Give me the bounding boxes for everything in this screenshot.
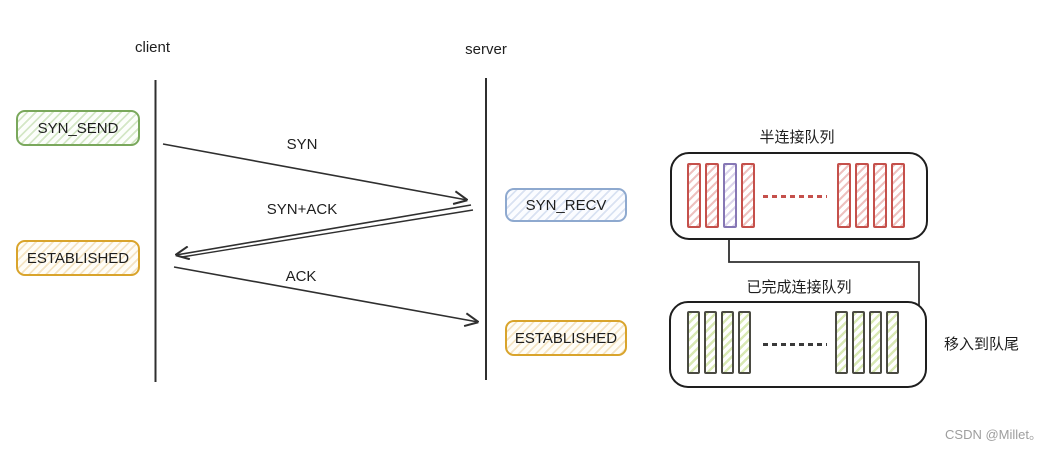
half-queue-head-bars (687, 163, 755, 228)
accept-queue-title: 已完成连接队列 (746, 279, 852, 296)
accept-queue-ellipsis (763, 343, 827, 346)
ack-message-label: ACK (285, 268, 317, 285)
syn-ack-arrow-secondline (181, 209, 474, 258)
queue-bar-green (835, 311, 848, 374)
state-box-client-established: ESTABLISHED (16, 240, 140, 276)
state-label-syn-send: SYN_SEND (37, 119, 119, 137)
half-queue-tail-bars (837, 163, 905, 228)
queue-bar-red (855, 163, 869, 228)
accept-queue-tail-bars (835, 311, 899, 374)
state-box-syn-recv: SYN_RECV (505, 188, 627, 222)
state-label-server-established: ESTABLISHED (514, 329, 618, 347)
queue-bar-red (687, 163, 701, 228)
client-lifeline-label: client (134, 39, 171, 56)
state-box-server-established: ESTABLISHED (505, 320, 627, 356)
state-box-syn-send: SYN_SEND (16, 110, 140, 146)
syn-message-label: SYN (286, 136, 318, 153)
queue-bar-green (687, 311, 700, 374)
queue-bar-red (705, 163, 719, 228)
accept-queue-head-bars (687, 311, 751, 374)
accept-connection-queue (669, 301, 927, 388)
half-connection-queue (670, 152, 928, 240)
queue-bar-red (891, 163, 905, 228)
ack-arrow (173, 266, 478, 322)
queue-bar-red (873, 163, 887, 228)
queue-bar-green (721, 311, 734, 374)
state-label-syn-recv: SYN_RECV (525, 196, 607, 214)
state-label-client-established: ESTABLISHED (26, 249, 130, 267)
syn-ack-arrow (176, 204, 472, 255)
server-lifeline-label: server (465, 41, 507, 58)
queue-bar-green (704, 311, 717, 374)
move-to-tail-label: 移入到队尾 (944, 336, 1020, 353)
queue-bar-green (738, 311, 751, 374)
queue-bar-red (741, 163, 755, 228)
queue-bar-green (886, 311, 899, 374)
queue-bar-green (869, 311, 882, 374)
syn-ack-message-label: SYN+ACK (266, 201, 338, 218)
half-queue-ellipsis (763, 195, 827, 198)
half-queue-title: 半连接队列 (759, 129, 835, 146)
watermark: CSDN @Millet。 (945, 427, 1042, 442)
syn-arrow (162, 143, 467, 200)
queue-bar-red (837, 163, 851, 228)
queue-bar-purple (723, 163, 737, 228)
queue-bar-green (852, 311, 865, 374)
